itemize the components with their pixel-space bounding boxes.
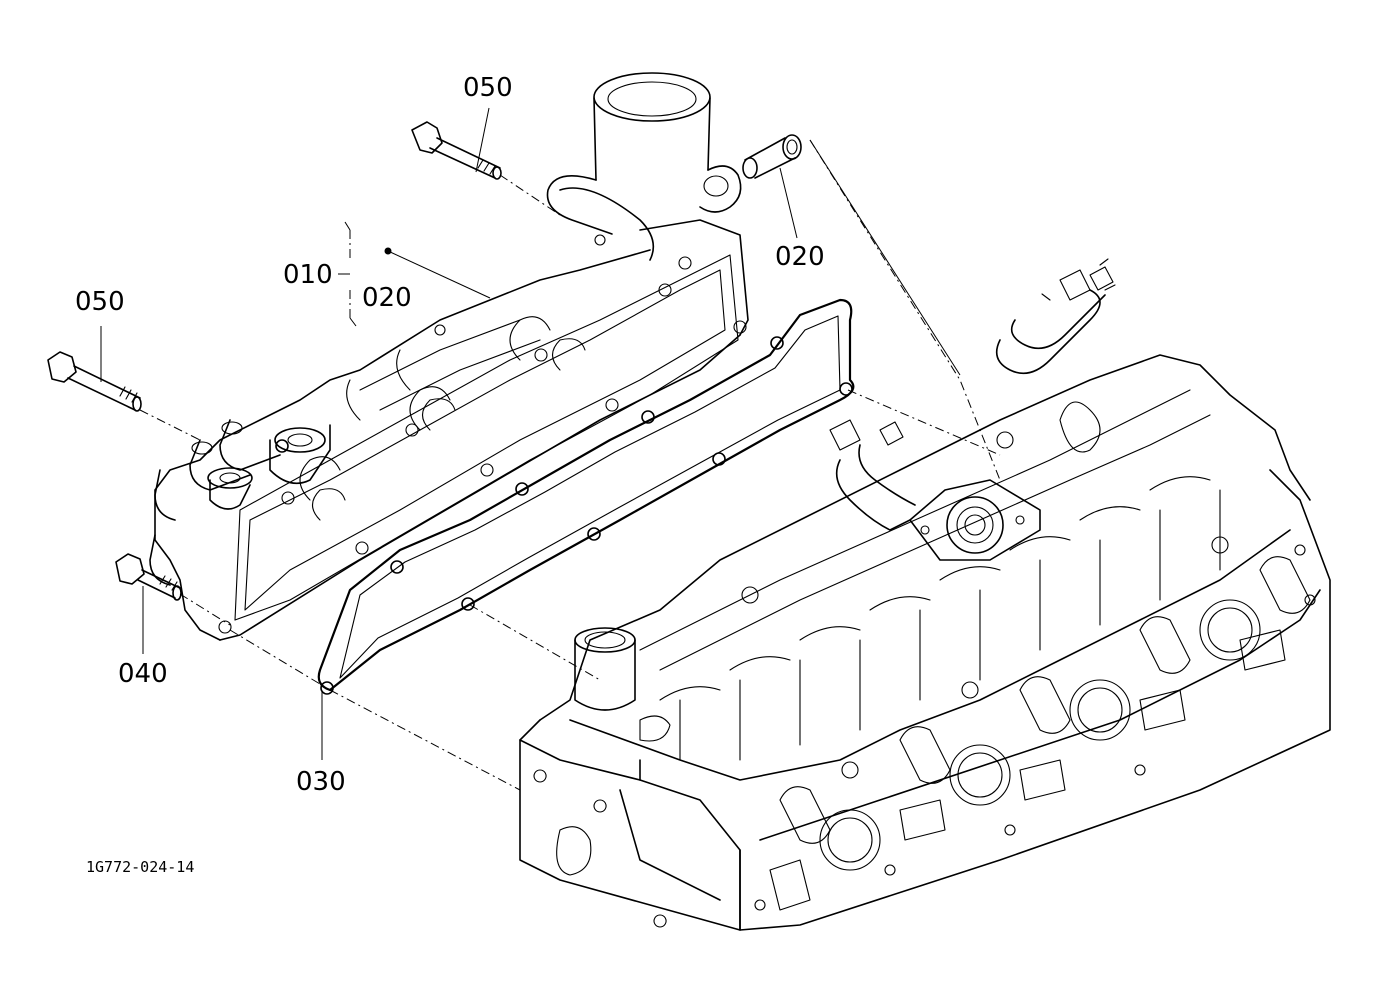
callout-020-right: 020 bbox=[775, 242, 825, 272]
callout-050-left: 050 bbox=[75, 287, 125, 317]
assembly-centerlines bbox=[139, 139, 1001, 791]
callout-010: 010 bbox=[283, 260, 333, 290]
gasket-part-030 bbox=[317, 298, 855, 695]
callout-labels: 050 050 010 020 020 040 030 1G772-024-14 bbox=[75, 73, 825, 876]
callout-050-top: 050 bbox=[463, 73, 513, 103]
callout-030: 030 bbox=[296, 767, 346, 797]
drawing-number: 1G772-024-14 bbox=[86, 858, 194, 876]
water-flange-part-010 bbox=[149, 72, 749, 641]
callout-040: 040 bbox=[118, 659, 168, 689]
bolt-part-040 bbox=[115, 553, 182, 601]
callout-020-bracket: 020 bbox=[362, 283, 412, 313]
plug-part-020 bbox=[742, 134, 802, 179]
callout-leaders bbox=[100, 107, 798, 760]
bolt-part-050-left bbox=[47, 351, 142, 412]
cylinder-head-drawing bbox=[519, 258, 1331, 931]
bolt-part-050-top bbox=[411, 121, 502, 180]
